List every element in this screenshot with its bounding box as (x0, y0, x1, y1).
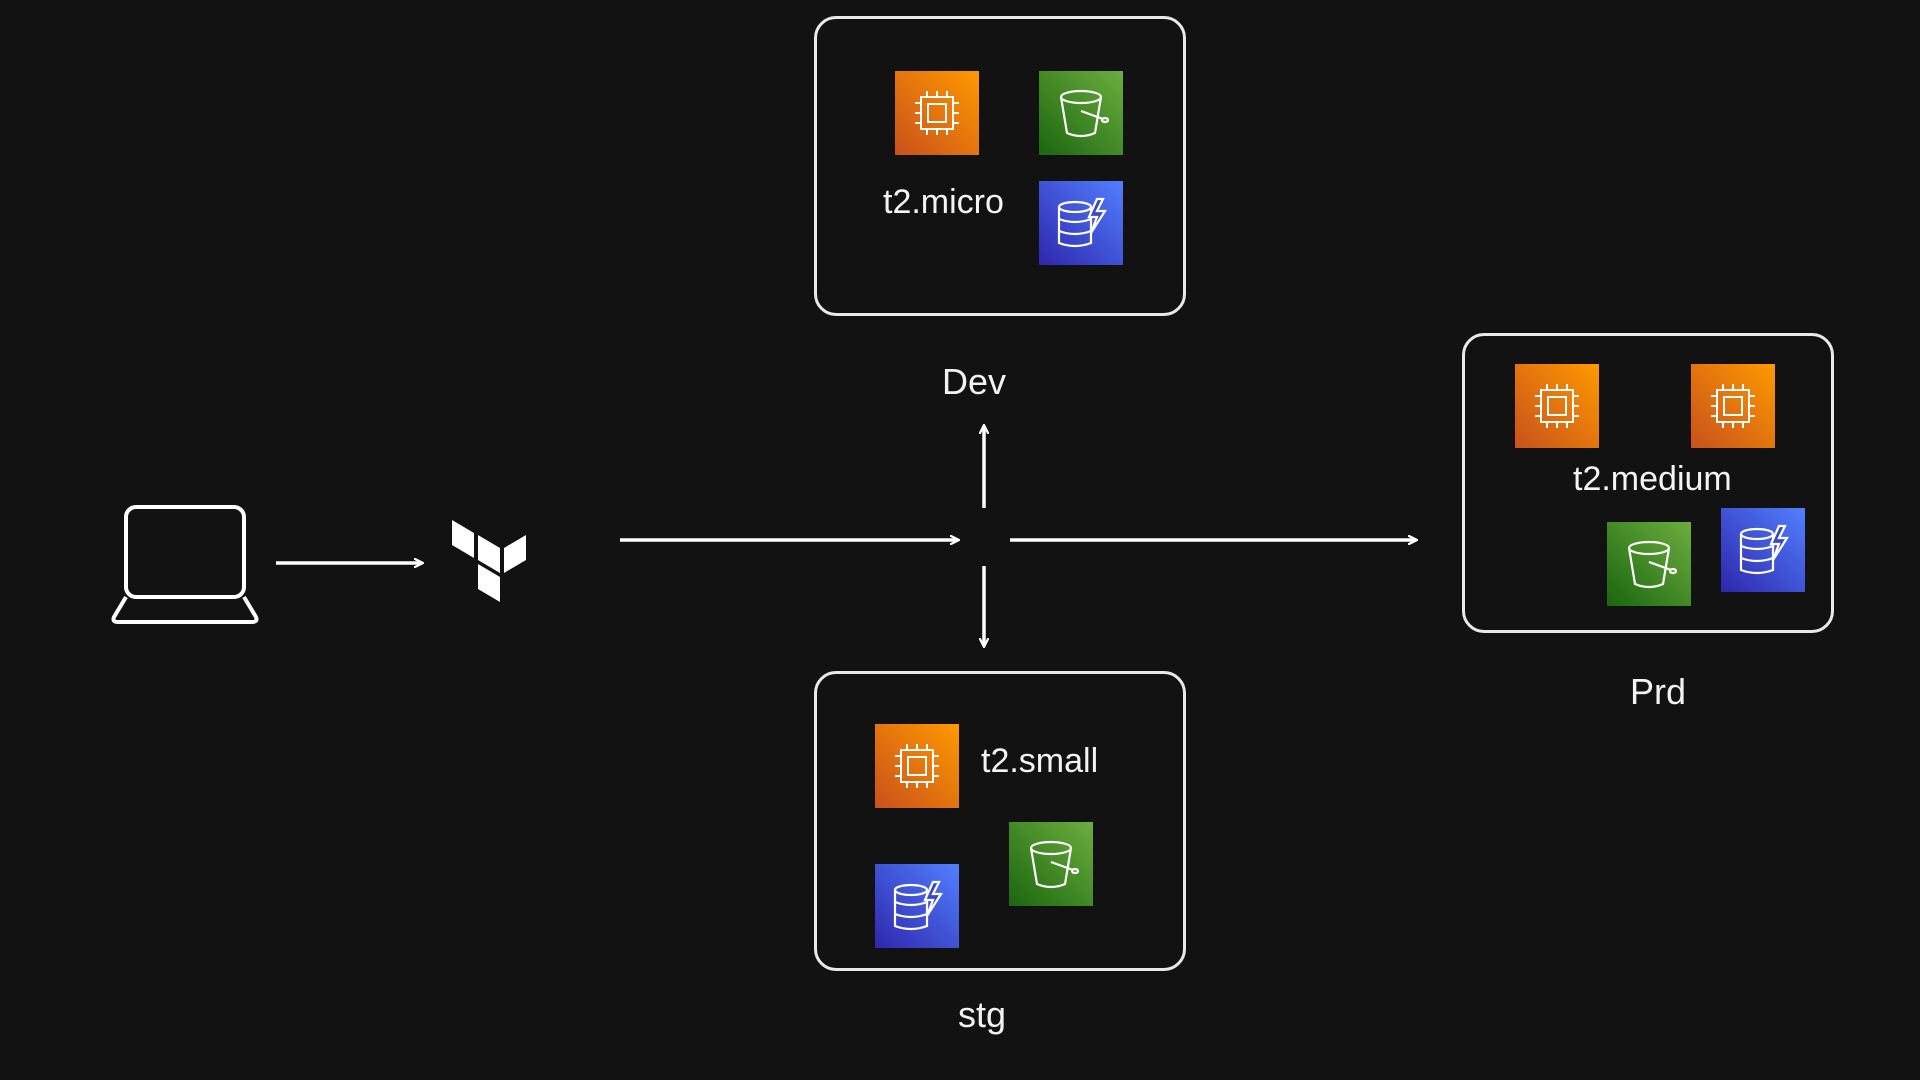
dev-instance-type: t2.micro (883, 183, 1004, 221)
dev-environment-box: t2.micro (814, 16, 1186, 316)
ec2-icon (1691, 364, 1775, 448)
dynamodb-icon (875, 864, 959, 948)
s3-bucket-icon (1607, 522, 1691, 606)
terraform-logo-icon (450, 518, 528, 604)
stg-label: stg (957, 994, 1007, 1035)
laptop-icon (110, 504, 260, 626)
prd-environment-box: t2.medium (1462, 333, 1834, 633)
ec2-icon (875, 724, 959, 808)
s3-bucket-icon (1009, 822, 1093, 906)
dev-label: Dev (941, 361, 1007, 402)
s3-bucket-icon (1039, 71, 1123, 155)
prd-instance-type: t2.medium (1573, 460, 1732, 498)
ec2-icon (1515, 364, 1599, 448)
stg-instance-type: t2.small (981, 742, 1099, 780)
stg-environment-box: t2.small (814, 671, 1186, 971)
dynamodb-icon (1039, 181, 1123, 265)
dynamodb-icon (1721, 508, 1805, 592)
prd-label: Prd (1629, 671, 1687, 712)
ec2-icon (895, 71, 979, 155)
